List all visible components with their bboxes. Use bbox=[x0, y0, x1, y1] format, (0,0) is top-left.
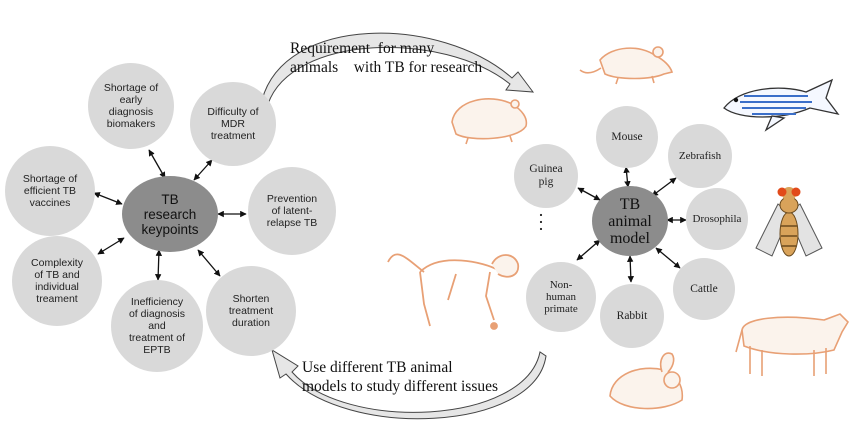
node-vaccines: Shortage of efficient TB vaccines bbox=[5, 146, 95, 236]
node-rabbit: Rabbit bbox=[600, 284, 664, 348]
connector-rabbit bbox=[626, 255, 635, 283]
bottom-caption: Use different TB animal models to study … bbox=[302, 359, 499, 395]
node-mdr: Difficulty of MDR treatment bbox=[190, 82, 276, 166]
connector-mdr bbox=[193, 159, 213, 181]
connector-vaccines bbox=[93, 192, 123, 205]
connector-cattle bbox=[655, 247, 681, 269]
connector-guinea-pig bbox=[577, 187, 601, 201]
top-caption: Requirement for many animals with TB for… bbox=[290, 40, 483, 76]
node-duration: Shorten treatment duration bbox=[206, 266, 296, 356]
rabbit-icon bbox=[609, 352, 684, 410]
drosophila-icon bbox=[755, 187, 823, 257]
node-latent: Prevention of latent- relapse TB bbox=[248, 167, 336, 255]
node-biomarkers: Shortage of early diagnosis biomakers bbox=[88, 63, 174, 149]
node-cattle: Cattle bbox=[673, 258, 735, 320]
connector-mouse bbox=[623, 166, 631, 188]
connector-duration bbox=[197, 249, 221, 277]
node-zebrafish: Zebrafish bbox=[668, 124, 732, 188]
node-eptb: Inefficiency of diagnosis and treatment … bbox=[111, 280, 203, 372]
connector-eptb bbox=[154, 249, 163, 281]
cattle-icon bbox=[735, 313, 850, 376]
zebrafish-icon bbox=[723, 78, 840, 132]
monkey-icon bbox=[387, 253, 520, 330]
node-complexity: Complexity of TB and individual treament bbox=[12, 236, 102, 326]
tb-research-keypoints-hub: TB research keypoints bbox=[122, 176, 218, 252]
node-drosophila: Drosophila bbox=[686, 188, 748, 250]
connector-zebrafish bbox=[651, 177, 677, 197]
node-primate: Non- human primate bbox=[526, 262, 596, 332]
guinea-pig-icon bbox=[451, 98, 528, 145]
mouse-icon bbox=[579, 46, 674, 85]
ellipsis: · · · bbox=[538, 205, 544, 239]
tb-animal-model-hub: TB animal model bbox=[592, 186, 668, 256]
node-mouse: Mouse bbox=[596, 106, 658, 168]
connector-complexity bbox=[97, 237, 125, 255]
top-curved-arrow bbox=[261, 32, 535, 105]
connector-primate bbox=[576, 239, 601, 261]
node-guinea-pig: Guinea pig bbox=[514, 144, 578, 208]
bottom-curved-arrow bbox=[271, 348, 547, 420]
connector-biomarkers bbox=[148, 149, 166, 179]
